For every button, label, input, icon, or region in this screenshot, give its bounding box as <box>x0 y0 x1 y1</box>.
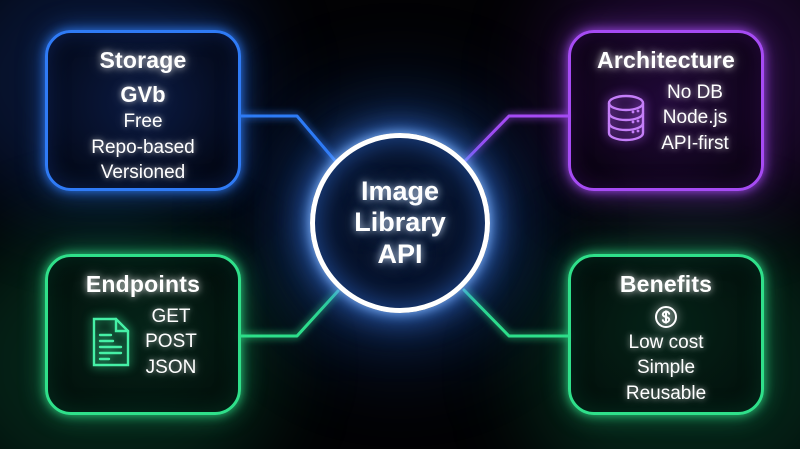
card-endpoints-item-0: GET <box>151 306 191 327</box>
card-benefits-item-0: Low cost <box>628 332 704 353</box>
card-endpoints[interactable]: Endpoints GET POST JSON <box>45 254 241 415</box>
card-benefits-body: Low cost Simple Reusable <box>571 304 761 406</box>
card-storage-text: GVb Free Repo-based Versioned <box>91 80 195 185</box>
card-storage-body: GVb Free Repo-based Versioned <box>48 80 238 185</box>
hub-label: Image Library API <box>354 176 446 270</box>
connector-storage-to-hub <box>239 114 339 165</box>
card-storage-item-2: Versioned <box>100 161 186 183</box>
card-benefits-title: Benefits <box>619 271 713 297</box>
database-icon <box>603 92 649 144</box>
card-endpoints-item-1: POST <box>145 331 197 353</box>
card-architecture-title: Architecture <box>597 47 735 73</box>
card-benefits[interactable]: Benefits Low cost Simple Reusable <box>568 254 764 415</box>
card-endpoints-item-2: JSON <box>145 356 197 378</box>
hub-line-2: Library <box>354 207 446 238</box>
card-endpoints-text: GET POST JSON <box>145 304 197 380</box>
dollar-circle-icon <box>653 304 679 330</box>
card-architecture-item-2: API-first <box>661 132 729 154</box>
card-endpoints-body: GET POST JSON <box>48 304 238 380</box>
card-storage-title: Storage <box>99 47 187 73</box>
card-storage-headline: GVb <box>120 82 166 107</box>
image-library-api-hub[interactable]: Image Library API <box>310 133 490 313</box>
card-architecture-text: No DB Node.js API-first <box>661 80 729 156</box>
card-endpoints-title: Endpoints <box>85 271 201 297</box>
hub-line-3: API <box>377 238 423 269</box>
connector-architecture-to-hub <box>462 114 570 164</box>
card-architecture-item-0: No DB <box>667 82 723 103</box>
card-benefits-item-2: Reusable <box>625 382 707 404</box>
document-icon <box>89 315 133 369</box>
connector-benefits-to-hub <box>462 288 570 338</box>
card-storage-item-0: Free <box>123 111 163 133</box>
card-architecture-item-1: Node.js <box>662 107 728 129</box>
card-architecture[interactable]: Architecture No DB Node.js <box>568 30 764 191</box>
card-architecture-body: No DB Node.js API-first <box>571 80 761 156</box>
card-benefits-text: Low cost Simple Reusable <box>626 330 706 406</box>
card-benefits-item-1: Simple <box>636 357 696 379</box>
card-storage-item-1: Repo-based <box>91 136 195 158</box>
hub-line-1: Image <box>360 176 440 207</box>
connector-endpoints-to-hub <box>239 289 340 338</box>
card-storage[interactable]: Storage GVb Free Repo-based Versioned <box>45 30 241 191</box>
